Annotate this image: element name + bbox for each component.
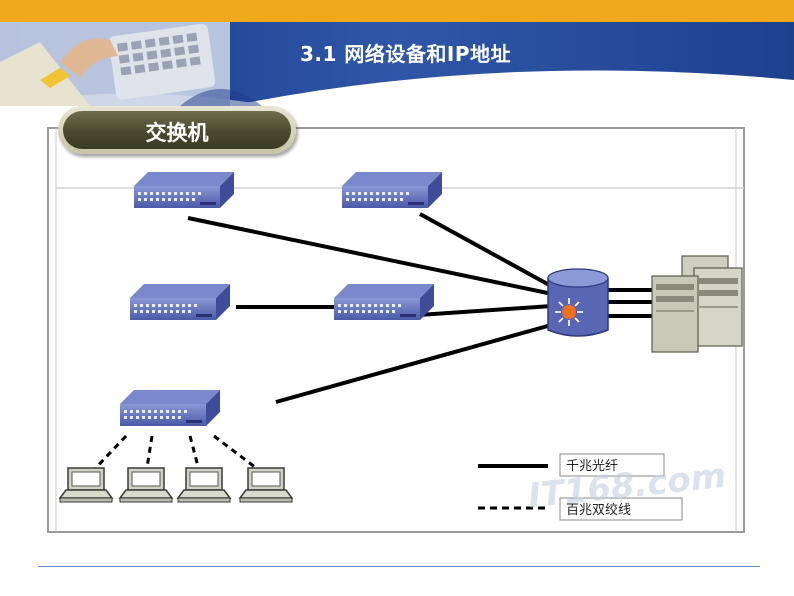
legend-twisted-pair-label: 百兆双绞线 bbox=[566, 502, 631, 518]
servers bbox=[651, 255, 743, 353]
paper-image bbox=[0, 42, 90, 106]
section-pill: 交换机 bbox=[58, 106, 296, 154]
legend-box-fiber bbox=[559, 453, 665, 477]
legend: 千兆光纤 百兆双绞线 bbox=[478, 453, 683, 521]
pc-4 bbox=[239, 467, 293, 503]
slide-title: 3.1 网络设备和IP地址 bbox=[300, 42, 511, 66]
switch-top-left bbox=[134, 172, 234, 208]
fast-ethernet-links bbox=[88, 434, 265, 476]
legend-box-twisted-pair bbox=[559, 497, 683, 521]
pc-2 bbox=[119, 467, 173, 503]
gigabit-links bbox=[187, 212, 654, 404]
core-switch bbox=[547, 268, 609, 337]
switch-top-middle bbox=[342, 172, 442, 208]
footer-divider bbox=[38, 566, 760, 567]
top-accent-bar bbox=[0, 0, 794, 22]
switch-middle-center bbox=[334, 284, 434, 320]
slide-header bbox=[0, 22, 794, 106]
section-label: 交换机 bbox=[145, 121, 209, 145]
hand-image bbox=[60, 38, 118, 78]
legend-fiber-label: 千兆光纤 bbox=[566, 459, 618, 474]
switch-middle-left bbox=[130, 284, 230, 320]
header-background bbox=[0, 22, 794, 106]
switch-bottom-left bbox=[120, 390, 220, 426]
pc-3 bbox=[177, 467, 231, 503]
pc-1 bbox=[59, 467, 113, 503]
